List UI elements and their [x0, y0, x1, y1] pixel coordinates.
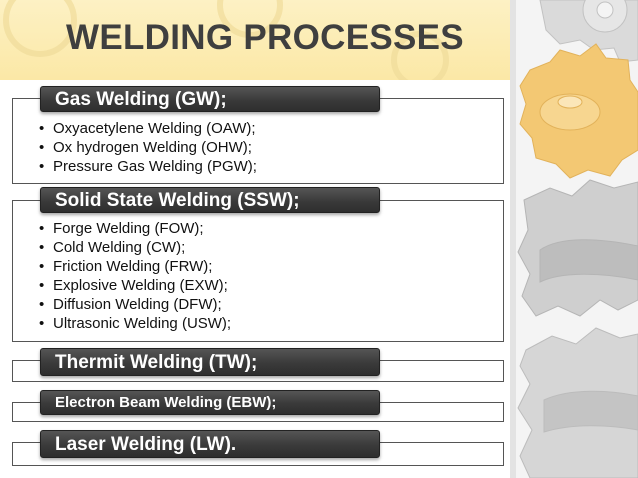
thermit-welding-heading: Thermit Welding (TW);	[40, 348, 380, 376]
list-item: Oxyacetylene Welding (OAW);	[39, 119, 257, 138]
title-band: WELDING PROCESSES	[0, 0, 512, 80]
list-item: Cold Welding (CW);	[39, 238, 231, 257]
list-item: Forge Welding (FOW);	[39, 219, 231, 238]
slide-title: WELDING PROCESSES	[66, 18, 464, 57]
solid-state-welding-heading: Solid State Welding (SSW);	[40, 187, 380, 213]
list-item: Pressure Gas Welding (PGW);	[39, 157, 257, 176]
laser-welding-heading: Laser Welding (LW).	[40, 430, 380, 458]
list-item: Diffusion Welding (DFW);	[39, 295, 231, 314]
list-item: Ox hydrogen Welding (OHW);	[39, 138, 257, 157]
electron-beam-welding-heading: Electron Beam Welding (EBW);	[40, 390, 380, 415]
list-item: Friction Welding (FRW);	[39, 257, 231, 276]
gears-icon	[510, 0, 638, 478]
list-item: Ultrasonic Welding (USW);	[39, 314, 231, 333]
gas-welding-heading: Gas Welding (GW);	[40, 86, 380, 112]
list-item: Explosive Welding (EXW);	[39, 276, 231, 295]
faint-gear-watermark-icon	[3, 0, 449, 80]
gas-welding-list: Oxyacetylene Welding (OAW); Ox hydrogen …	[39, 119, 257, 176]
solid-state-welding-box: Forge Welding (FOW); Cold Welding (CW); …	[12, 200, 504, 342]
gas-welding-box: Oxyacetylene Welding (OAW); Ox hydrogen …	[12, 98, 504, 184]
solid-state-welding-list: Forge Welding (FOW); Cold Welding (CW); …	[39, 219, 231, 333]
